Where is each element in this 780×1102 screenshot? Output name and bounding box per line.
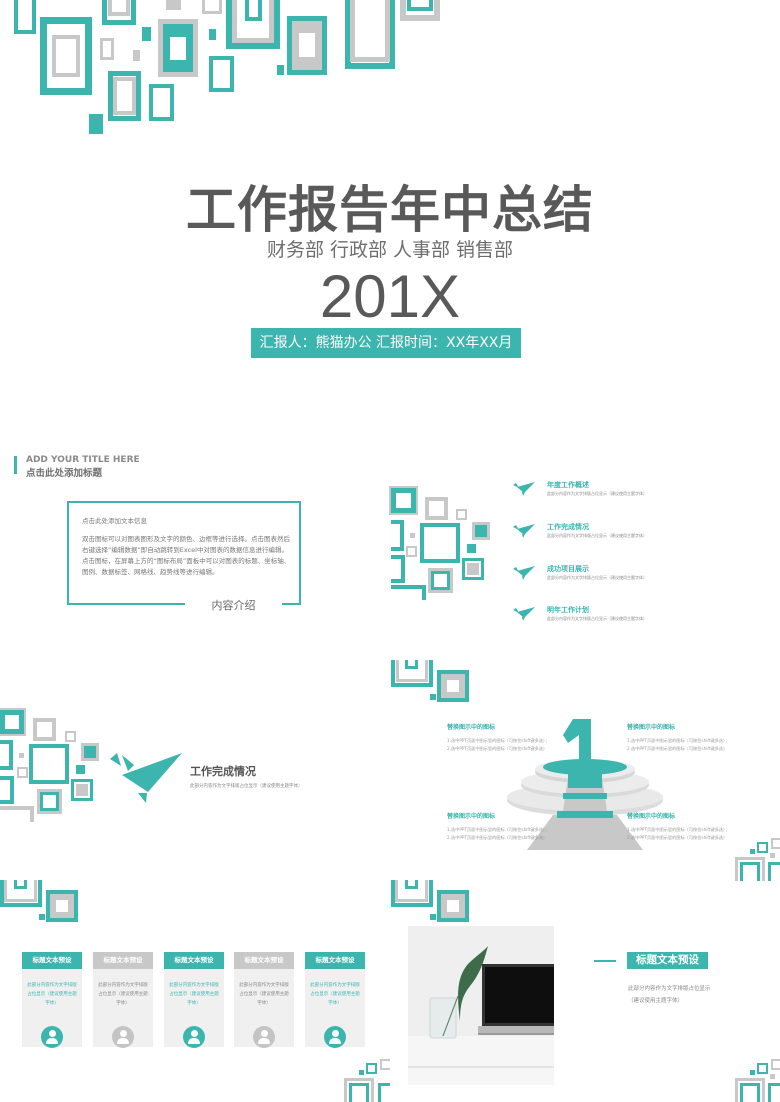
cover-year: 201X (319, 263, 461, 330)
plant-icon (429, 946, 488, 1039)
content-box-title: 点击此处添加文本信息 (82, 517, 147, 525)
podium-graphic (507, 719, 663, 850)
profile-card[interactable]: 标题文本预设 此部分内容作为文字排版占位显示（建议使用主题字体） (234, 952, 294, 1048)
title-accent-line (594, 960, 616, 962)
profile-card[interactable]: 标题文本预设 此部分内容作为文字排版占位显示（建议使用主题字体） (305, 952, 365, 1048)
photo-slide-body: 此部分内容作为文字排版占位显示（建议使用主题字体） (628, 986, 711, 1004)
section-subtitle: 此部分内容作为文字排版占位显示（建议使用主题字体） (190, 784, 303, 789)
workspace-photo (408, 926, 554, 1085)
profile-card[interactable]: 标题文本预设 此部分内容作为文字排版占位显示（建议使用主题字体） (22, 952, 82, 1048)
heading-cn: 点击此处添加标题 (26, 468, 103, 479)
bird-icon (513, 482, 535, 496)
user-icon (112, 1026, 134, 1048)
bird-icon (513, 566, 535, 580)
section-title: 工作完成情况 (190, 765, 256, 778)
podium-block-title: 替换图示中的图标 (627, 813, 676, 820)
user-icon (183, 1026, 205, 1048)
laptop-screen (482, 964, 554, 1026)
profile-card[interactable]: 标题文本预设 此部分内容作为文字排版占位显示（建议使用主题字体） (93, 952, 153, 1048)
cover-departments: 财务部 行政部 人事部 销售部 (266, 239, 514, 261)
user-icon (253, 1026, 275, 1048)
bird-icon (110, 753, 182, 803)
profile-card[interactable]: 标题文本预设 此部分内容作为文字排版占位显示（建议使用主题字体） (164, 952, 224, 1048)
podium-block-title: 替换图示中的图标 (447, 724, 496, 731)
cover-title: 工作报告年中总结 (186, 181, 594, 239)
content-box-body: 双击图标可以对图表图形及文字的颜色、边框等进行选择。点击图表然后右键选择“编辑数… (82, 535, 291, 576)
bird-icon (513, 607, 535, 621)
content-box-label: 内容介绍 (211, 599, 256, 612)
user-icon (41, 1026, 63, 1048)
photo-slide-title: 标题文本预设 (627, 952, 708, 969)
heading-en: ADD YOUR TITLE HERE (26, 455, 140, 465)
content-box-frame (67, 501, 301, 605)
podium-block-title: 替换图示中的图标 (447, 813, 496, 820)
heading-accent-bar (14, 456, 17, 474)
bird-icon (513, 524, 535, 538)
podium-block-title: 替换图示中的图标 (627, 724, 676, 731)
cover-reporter-banner: 汇报人：熊猫办公 汇报时间：XX年XX月 (251, 328, 521, 358)
user-icon (324, 1026, 346, 1048)
